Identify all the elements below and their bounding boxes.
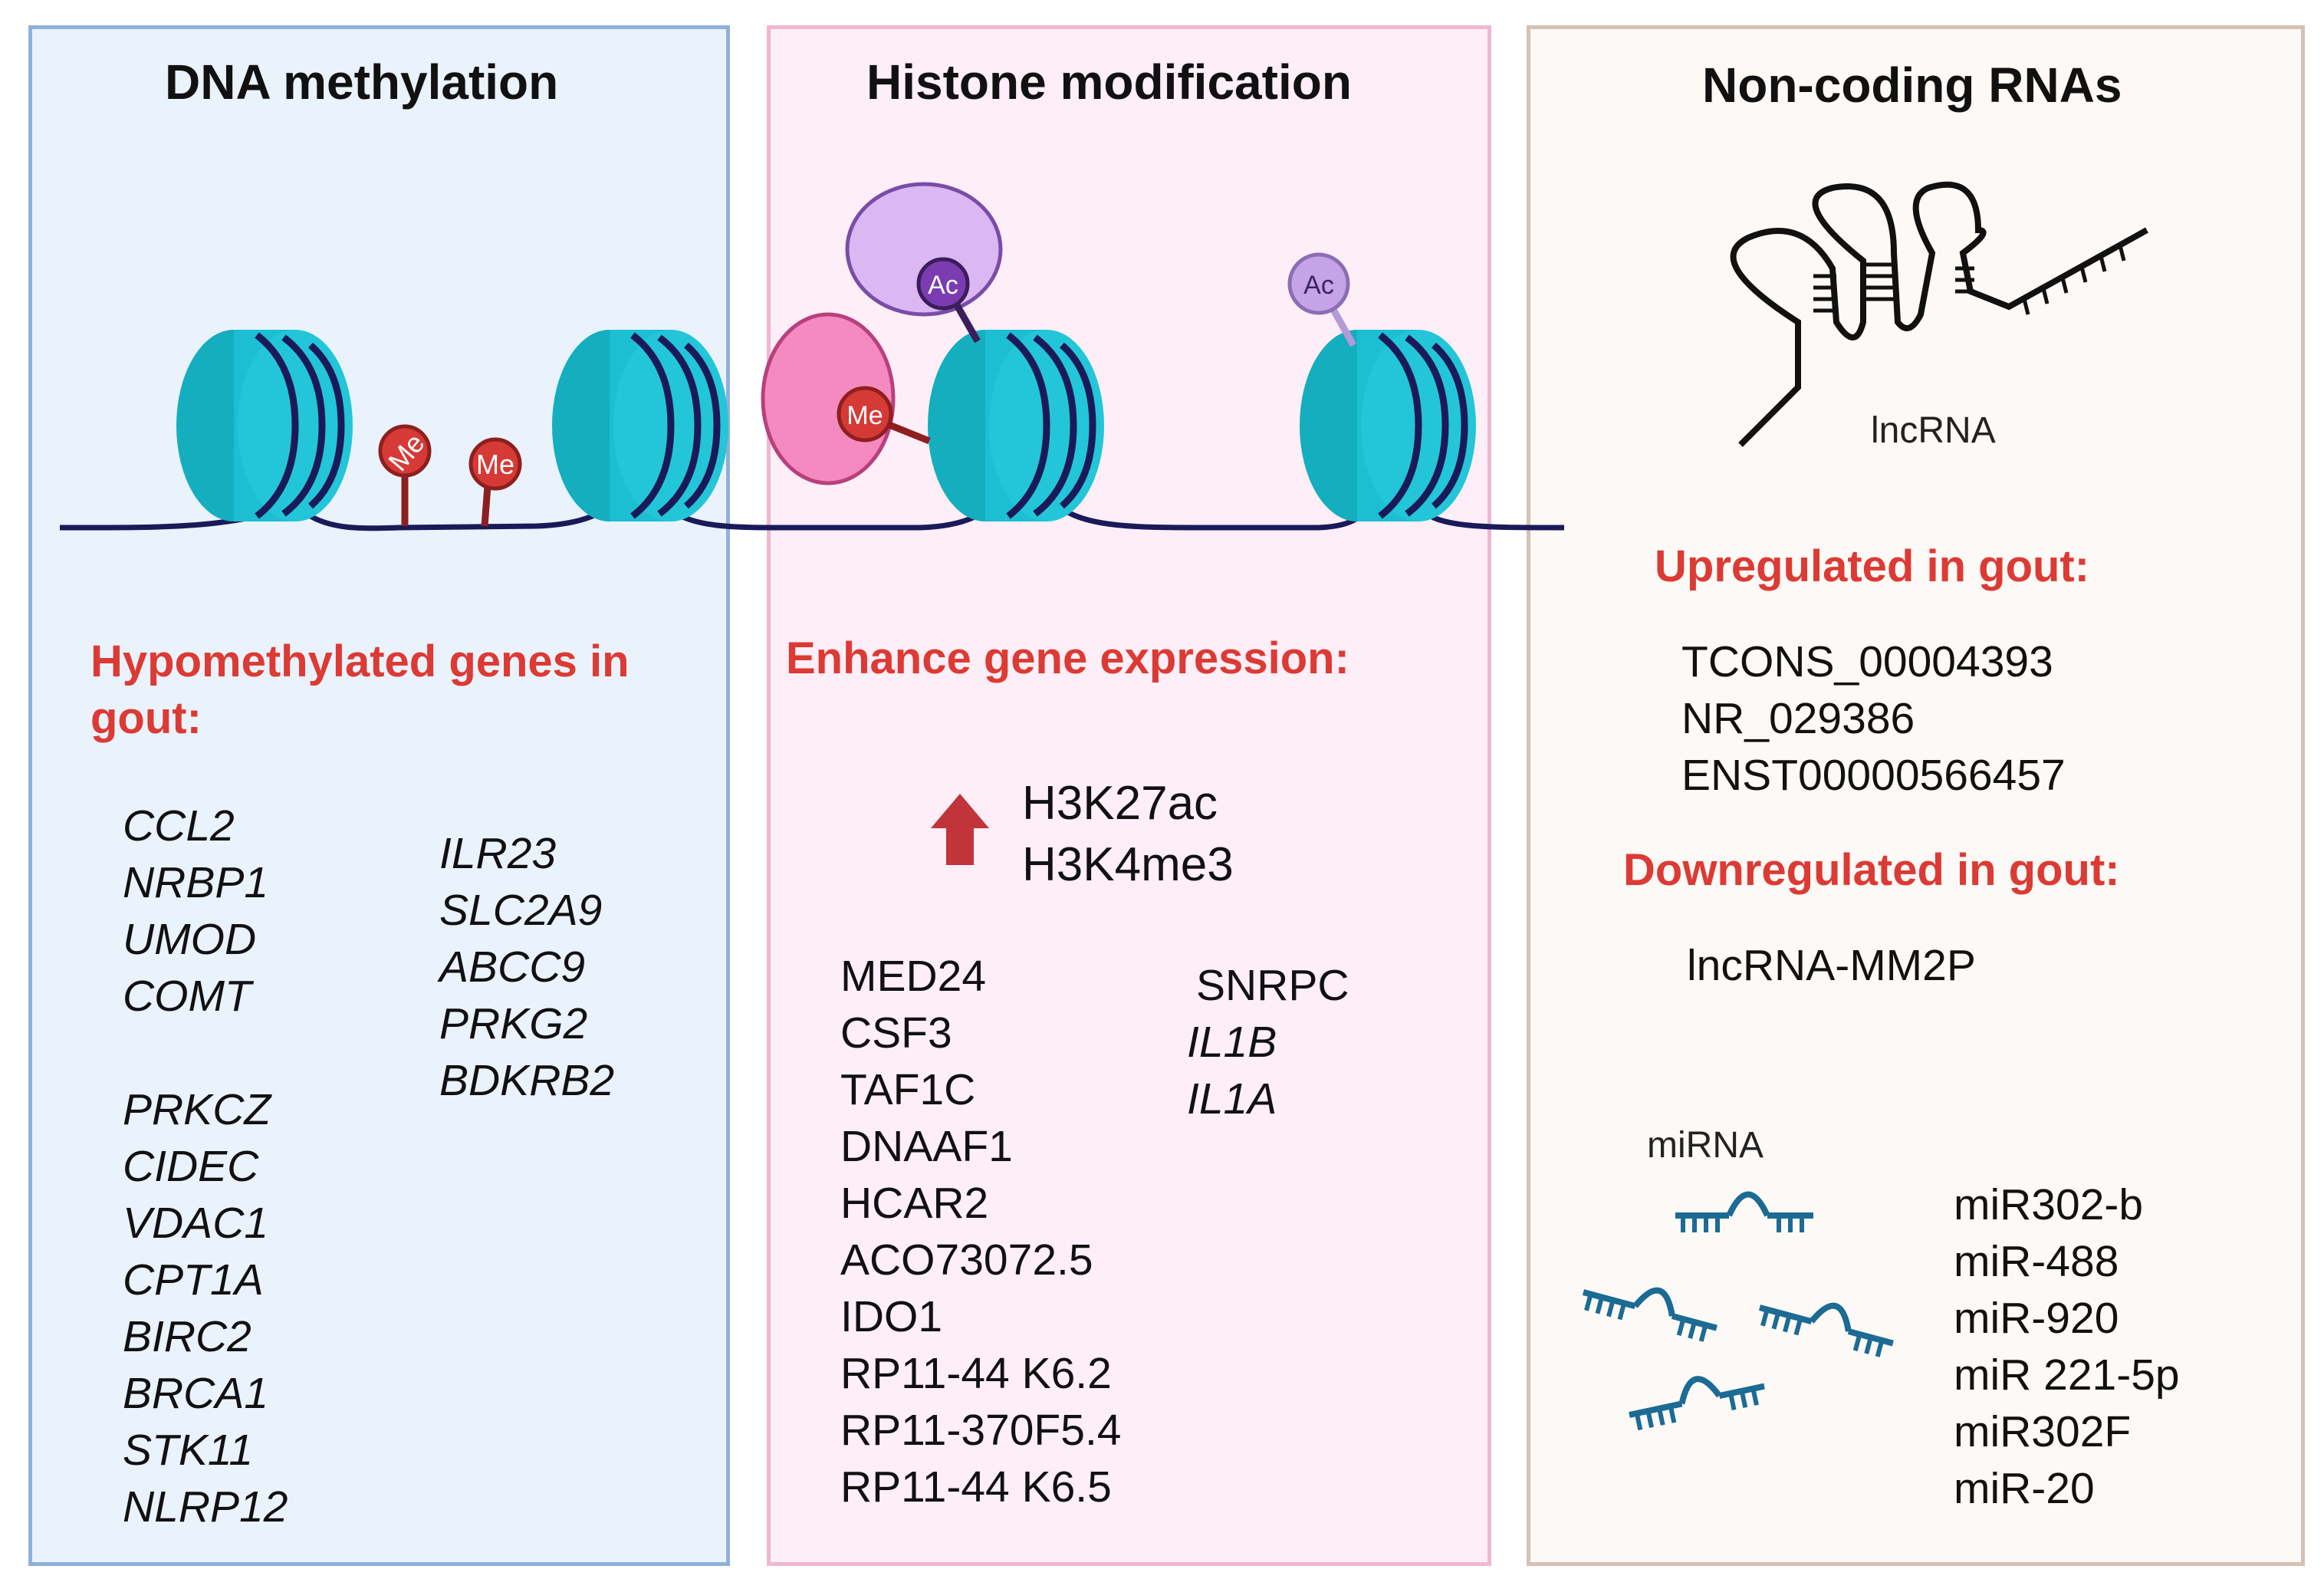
gene-item: IDO1 [840, 1292, 943, 1341]
gene-item: CSF3 [840, 1008, 952, 1058]
non-coding-rnas-title: Non-coding RNAs [1702, 58, 2122, 113]
mirna-item: miR-488 [1954, 1237, 2119, 1286]
nucleosome-3 [928, 330, 1104, 521]
downregulated-list: lncRNA-MM2P [1687, 937, 1976, 994]
mirna-icon-4 [1625, 1366, 1767, 1432]
enhance-expression-heading: Enhance gene expression: [786, 633, 1349, 683]
nucleosome-2 [552, 330, 728, 521]
methyl-mark-2 [468, 437, 522, 491]
gene-item: MED24 [840, 952, 987, 1001]
lncrna-item: lncRNA-MM2P [1687, 941, 1976, 990]
lncrna-label: lncRNA [1871, 410, 1996, 451]
hypomethylated-heading: Hypomethylated genes in gout: [90, 637, 629, 743]
gene-item: STK11 [123, 1426, 254, 1475]
mirna-label: miRNA [1647, 1125, 1764, 1166]
methyl-mark-1 [378, 424, 432, 478]
mirna-icon-1 [1675, 1195, 1813, 1233]
lncrna-icon [1730, 181, 2148, 447]
gene-item: CPT1A [123, 1255, 264, 1304]
downregulated-heading: Downregulated in gout: [1623, 845, 2120, 895]
mirna-item: miR-20 [1954, 1464, 2095, 1513]
panel-dna-methylation [28, 25, 730, 1566]
mirna-icon-2 [1579, 1272, 1722, 1344]
gene-item: RP11-44 K6.5 [840, 1462, 1112, 1512]
gene-item: BRCA1 [123, 1369, 269, 1418]
gene-item: DNAAF1 [840, 1122, 1013, 1171]
gene-item: RP11-370F5.4 [840, 1406, 1122, 1455]
histone-methyl-mark [837, 386, 893, 442]
gene-item: UMOD [123, 915, 257, 964]
mirna-item: miR-920 [1954, 1294, 2119, 1343]
gene-item: NLRP12 [123, 1482, 288, 1531]
upregulated-list: TCONS_00004393 NR_029386 ENST00000566457 [1681, 633, 2066, 804]
histone-mark-item: H3K4me3 [1022, 838, 1234, 891]
mirna-item: miR302F [1954, 1407, 2132, 1456]
lncrna-item: ENST00000566457 [1681, 751, 2066, 800]
gene-item: VDAC1 [123, 1199, 269, 1248]
dna-strand [59, 489, 1565, 531]
svg-text:Ac: Ac [1303, 271, 1334, 300]
acetyl-mark-2 [1287, 252, 1350, 315]
svg-text:Me: Me [476, 449, 514, 480]
dna-genes-col1b: PRKCZ CIDEC VDAC1 CPT1A BIRC2 BRCA1 STK1… [123, 1081, 288, 1535]
histone-mark-item: H3K27ac [1022, 777, 1218, 830]
mirna-item: miR 221-5p [1954, 1350, 2180, 1400]
lncrna-item: TCONS_00004393 [1681, 637, 2053, 686]
svg-text:Me: Me [846, 401, 883, 430]
gene-item: PRKCZ [123, 1085, 271, 1134]
panel-non-coding-rnas [1527, 25, 2305, 1566]
gene-item: ILR23 [439, 829, 557, 878]
mirna-list: miR302-b miR-488 miR-920 miR 221-5p miR3… [1954, 1176, 2180, 1517]
gene-item: PRKG2 [439, 999, 588, 1048]
gene-item: IL1B [1187, 1018, 1277, 1067]
dna-methylation-title: DNA methylation [165, 54, 559, 110]
dna-genes-col1: CCL2 NRBP1 UMOD COMT [123, 798, 268, 1025]
acetyl-mark-1 [916, 257, 970, 311]
gene-item: SNRPC [1196, 961, 1349, 1010]
nucleosome-1 [176, 330, 353, 521]
gene-item: RP11-44 K6.2 [840, 1349, 1112, 1398]
mirna-item: miR302-b [1954, 1180, 2144, 1229]
gene-item: HCAR2 [840, 1179, 989, 1228]
gene-item: NRBP1 [123, 858, 269, 907]
lncrna-item: NR_029386 [1681, 694, 1915, 743]
nucleosome-4 [1300, 330, 1476, 521]
mirna-icon-3 [1755, 1287, 1898, 1359]
gene-item: BDKRB2 [439, 1056, 615, 1105]
up-arrow-icon [931, 794, 989, 865]
upregulated-heading: Upregulated in gout: [1655, 541, 2090, 591]
histone-marks-list: H3K27ac H3K4me3 [1022, 773, 1234, 896]
gene-item: SLC2A9 [439, 886, 603, 935]
dna-genes-col2: ILR23 SLC2A9 ABCC9 PRKG2 BDKRB2 [439, 825, 614, 1109]
histone-genes-col1: MED24 CSF3 TAF1C DNAAF1 HCAR2 ACO73072.5… [840, 948, 1122, 1515]
gene-item: ABCC9 [439, 943, 586, 992]
svg-text:Ac: Ac [928, 271, 958, 300]
gene-item: COMT [123, 972, 251, 1021]
gene-item: CIDEC [123, 1142, 259, 1191]
gene-item: TAF1C [840, 1065, 976, 1114]
gene-item: ACO73072.5 [840, 1235, 1093, 1285]
gene-item: IL1A [1187, 1074, 1277, 1123]
gene-item: CCL2 [123, 801, 235, 850]
histone-modification-title: Histone modification [866, 54, 1352, 110]
gene-item: BIRC2 [123, 1312, 251, 1361]
histone-genes-col2: SNRPC IL1B IL1A [1187, 957, 1349, 1127]
